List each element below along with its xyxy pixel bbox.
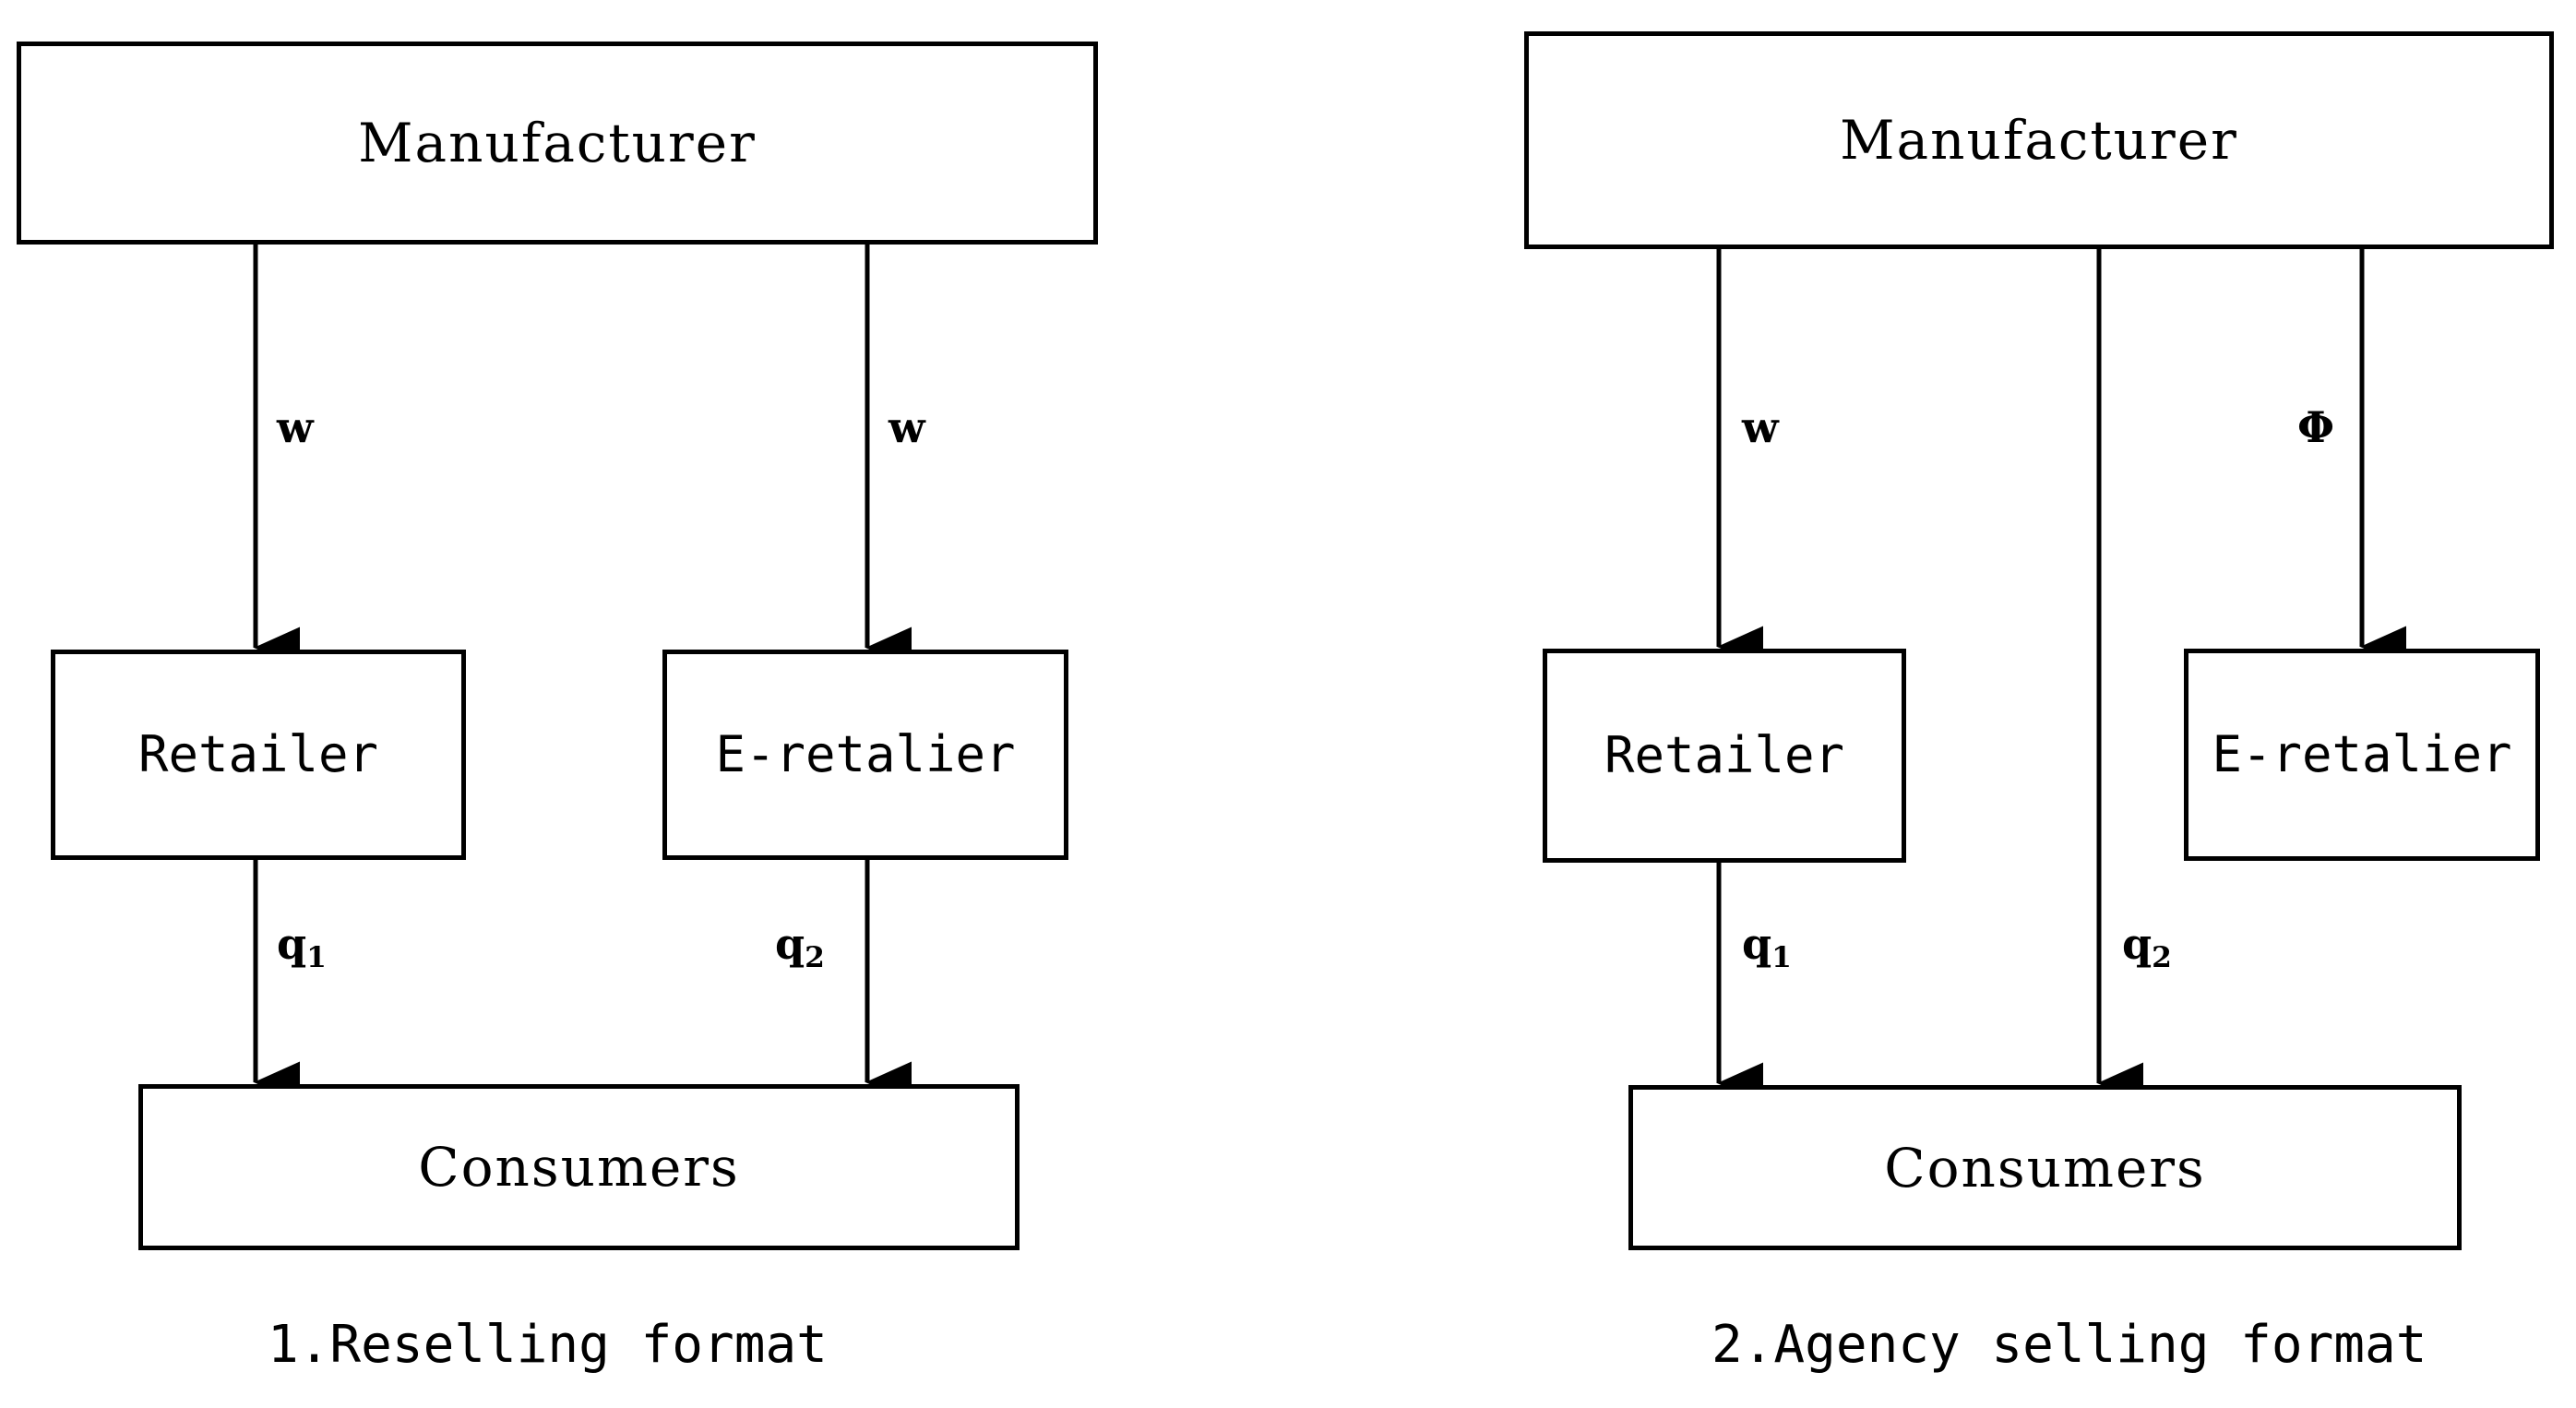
node-label-retailer: Retailer <box>137 725 379 783</box>
node-box-eretailer: E-retalier <box>662 650 1068 860</box>
node-box-retailer: Retailer <box>51 650 466 860</box>
node-label-eretailer2: E-retalier <box>2212 725 2512 783</box>
edge-label-eretailer-to-consumers: q2 <box>775 923 825 972</box>
edge-label-subscript-retailer2-to-consumers2: 1 <box>1771 941 1792 975</box>
edge-label-text-m2-to-consumers2: q <box>2122 919 2153 969</box>
edge-label-text-eretailer-to-consumers: q <box>775 919 805 969</box>
edge-label-m-to-eretailer: w <box>888 406 925 448</box>
panel-caption-agency-selling: 2.Agency selling format <box>1711 1315 2427 1375</box>
node-box-eretailer2: E-retalier <box>2184 649 2540 861</box>
edge-label-m2-to-retailer2: w <box>1742 406 1779 448</box>
edge-label-m-to-retailer: w <box>277 406 314 448</box>
node-box-manufacturer: Manufacturer <box>17 42 1098 245</box>
edge-label-retailer2-to-consumers2: q1 <box>1742 923 1792 972</box>
node-label-retailer2: Retailer <box>1604 726 1845 784</box>
edge-label-m2-to-eretailer2: Φ <box>2297 406 2334 448</box>
node-label-consumers2: Consumers <box>1884 1136 2206 1199</box>
edge-label-text-retailer-to-consumers: q <box>277 919 307 969</box>
edge-label-subscript-m2-to-consumers2: 2 <box>2152 941 2172 975</box>
node-box-retailer2: Retailer <box>1543 649 1906 863</box>
node-box-consumers: Consumers <box>138 1084 1020 1250</box>
edge-label-text-retailer2-to-consumers2: q <box>1742 919 1772 969</box>
node-label-eretailer: E-retalier <box>715 725 1016 783</box>
node-label-manufacturer2: Manufacturer <box>1840 109 2238 172</box>
node-label-consumers: Consumers <box>418 1136 740 1199</box>
edge-label-subscript-retailer-to-consumers: 1 <box>306 941 327 975</box>
edge-label-text-m2-to-eretailer2: Φ <box>2297 402 2335 452</box>
node-box-consumers2: Consumers <box>1628 1085 2462 1250</box>
edge-label-m2-to-consumers2: q2 <box>2122 923 2172 972</box>
node-label-manufacturer: Manufacturer <box>358 112 757 174</box>
edge-label-retailer-to-consumers: q1 <box>277 923 327 972</box>
panel-caption-reselling: 1.Reselling format <box>268 1315 828 1375</box>
edge-label-text-m-to-eretailer: w <box>888 402 925 452</box>
node-box-manufacturer2: Manufacturer <box>1524 31 2554 249</box>
edge-label-text-m-to-retailer: w <box>277 402 314 452</box>
edge-label-text-m2-to-retailer2: w <box>1742 402 1779 452</box>
edge-label-subscript-eretailer-to-consumers: 2 <box>805 941 825 975</box>
